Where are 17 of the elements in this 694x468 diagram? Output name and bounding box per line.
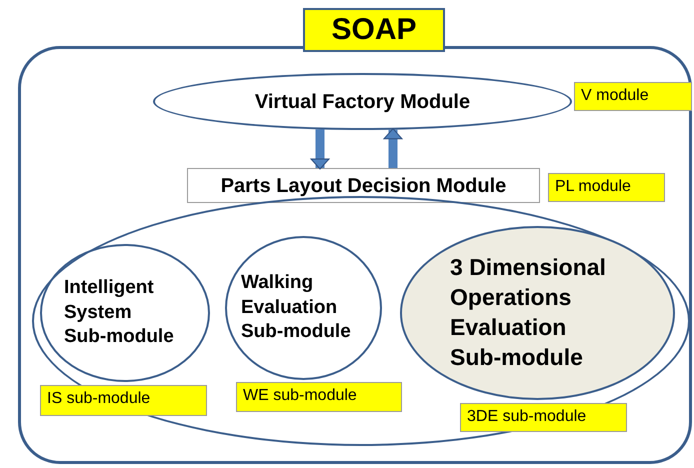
module-tag: IS sub-module bbox=[40, 385, 207, 416]
title-label: SOAP bbox=[303, 8, 445, 52]
module-label: Intelligent System Sub-module bbox=[64, 276, 175, 350]
module-tag: V module bbox=[574, 82, 692, 111]
module-box bbox=[187, 168, 540, 203]
module-tag: 3DE sub-module bbox=[460, 403, 627, 432]
module-tag: PL module bbox=[548, 173, 665, 202]
module-label: 3 Dimensional Operations Evaluation Sub-module bbox=[450, 253, 607, 372]
module-tag: WE sub-module bbox=[236, 382, 402, 412]
module-ellipse bbox=[153, 73, 572, 130]
module-label: Parts Layout Decision Module bbox=[220, 174, 506, 198]
module-ellipse bbox=[225, 236, 382, 380]
module-ellipse bbox=[40, 244, 210, 382]
module-label: Virtual Factory Module bbox=[254, 90, 470, 114]
block-arrow bbox=[384, 128, 402, 168]
block-arrow bbox=[310, 129, 330, 170]
module-label: Walking Evaluation Sub-module bbox=[241, 270, 352, 344]
